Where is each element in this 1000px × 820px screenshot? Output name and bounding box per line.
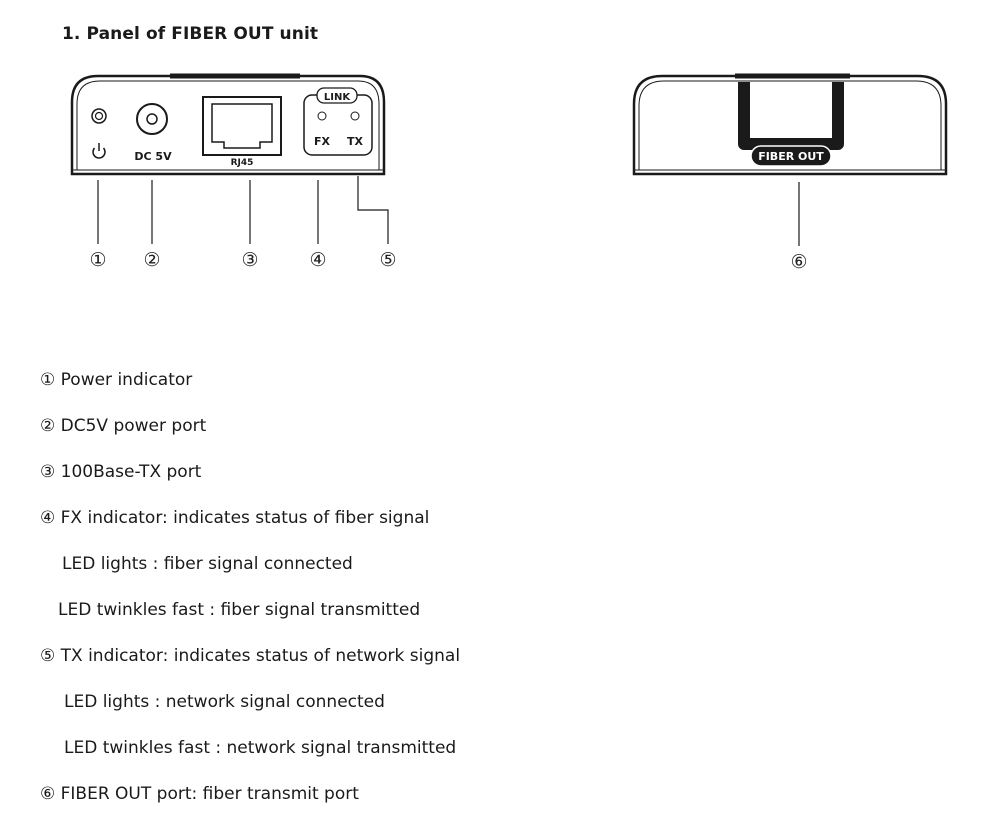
tx-label: TX [347,135,364,148]
leader-lines [97,176,800,246]
power-led-inner-icon [94,111,104,121]
callout-6: ⑥ [790,251,807,273]
legend-item-tx-led-lights: LED lights : network signal connected [64,692,385,712]
dc-jack-pin-icon [146,113,158,125]
legend-item-tx-led-twinkles: LED twinkles fast : network signal trans… [64,738,457,758]
rj45-port-outer [202,96,282,156]
back-panel-inner-outline [638,80,942,170]
legend-item-power-indicator: ① Power indicator [40,370,193,390]
dc-jack-icon [136,103,168,135]
callout-2: ② [143,249,160,271]
tx-led-icon [350,111,360,121]
fiber-out-port-icon [738,82,844,150]
rj45-label: RJ45 [231,158,254,168]
power-symbol-icon [92,143,106,159]
fiber-out-label-badge [750,145,832,167]
callout-1: ① [89,249,106,271]
rj45-port-icon [211,103,273,149]
leader-line-5 [357,176,389,244]
back-panel-outline [632,74,948,176]
panel-diagram: DC 5V RJ45 LINK FX TX FIBER OUT ① ② ③ ④ … [70,73,948,273]
legend-item-fx-indicator: ④ FX indicator: indicates status of fibe… [40,508,430,528]
callout-4: ④ [309,249,326,271]
fiber-out-label: FIBER OUT [758,150,824,163]
front-panel-inner-outline [76,80,380,170]
dc-5v-label: DC 5V [134,150,172,163]
fx-label: FX [314,135,331,148]
legend-item-100base-tx-port: ③ 100Base-TX port [40,462,202,482]
fx-led-icon [317,111,327,121]
callout-5: ⑤ [379,249,396,271]
back-panel [632,73,948,176]
power-led-icon [91,108,107,124]
diagram-title: 1. Panel of FIBER OUT unit [62,24,319,44]
callout-3: ③ [241,249,258,271]
front-panel [70,73,386,176]
link-label: LINK [324,92,351,103]
legend-item-dc5v-port: ② DC5V power port [40,416,207,436]
link-label-frame [316,87,358,104]
legend-item-fx-led-lights: LED lights : fiber signal connected [62,554,353,574]
legend-item-fx-led-twinkles: LED twinkles fast : fiber signal transmi… [58,600,421,620]
front-panel-outline [70,74,386,176]
legend-item-tx-indicator: ⑤ TX indicator: indicates status of netw… [40,646,461,666]
legend-item-fiber-out-port: ⑥ FIBER OUT port: fiber transmit port [40,784,359,804]
